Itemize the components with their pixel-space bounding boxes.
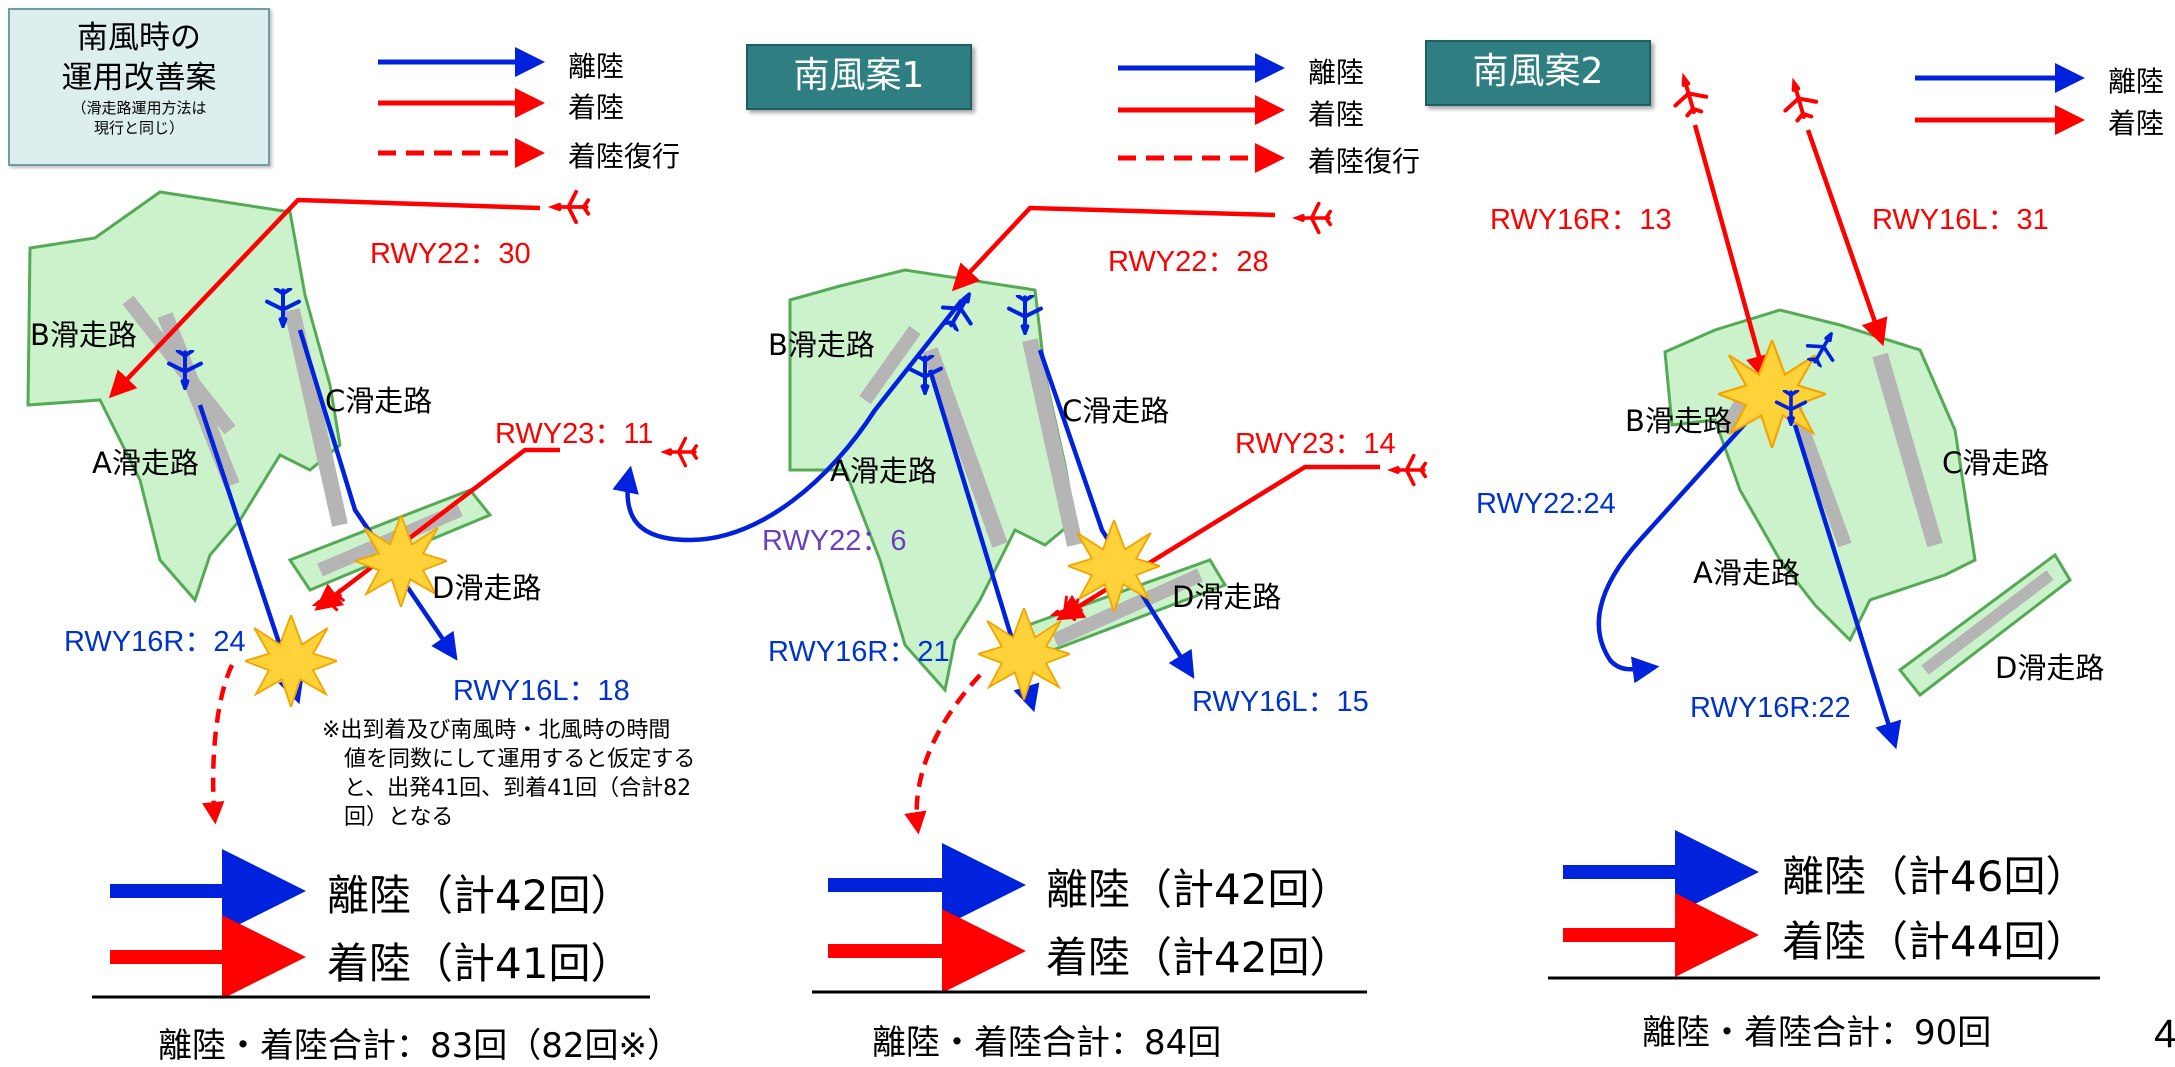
totals-panel1 <box>92 849 650 999</box>
arrival-plane-icon <box>553 192 588 222</box>
runway-d-label: D滑走路 <box>1172 580 1282 614</box>
departure-label-rwy22: RWY22:24 <box>1476 488 1616 520</box>
departure-path-rwy22 <box>612 298 964 543</box>
departure-label-rwy16r: RWY16R：21 <box>768 636 950 668</box>
departure-path-rwy16l <box>1037 349 1195 679</box>
legend-go-around-label: 着陸復行 <box>1308 145 1421 178</box>
arrival-path-rwy16r <box>1692 124 1773 383</box>
departure-path-rwy16l <box>297 329 458 661</box>
runway-c-label: C滑走路 <box>325 384 433 418</box>
legend-panel3 <box>1915 63 2085 135</box>
departure-label-rwy16r: RWY16R:22 <box>1690 692 1851 724</box>
runway-c-strip <box>284 308 348 527</box>
footnote-line3: と、出発41回、到着41回（合計82 <box>344 776 692 801</box>
summary-total: 離陸・着陸合計：83回（82回※） <box>158 1026 682 1066</box>
legend-arrival-label: 着陸 <box>1308 98 1365 131</box>
info-line3: （滑走路運用方法は <box>71 99 207 117</box>
arrival-plane-icon <box>1392 456 1425 485</box>
runway-a-label: A滑走路 <box>1693 556 1800 590</box>
footnote: ※出到着及び南風時・北風時の時間 値を同数にして運用すると仮定する と、出発41… <box>322 716 762 832</box>
arrival-label-rwy23: RWY23：11 <box>495 418 654 450</box>
info-box: 南風時の 運用改善案 （滑走路運用方法は 現行と同じ） <box>8 8 270 166</box>
panel3-flows <box>1596 74 1902 750</box>
runway-c-strip <box>1022 338 1083 547</box>
legend-departure-label: 離陸 <box>2108 65 2165 98</box>
runway-d-label: D滑走路 <box>432 571 542 605</box>
conflict-burst <box>245 615 337 707</box>
runway-c-label: C滑走路 <box>1062 394 1170 428</box>
arrival-path-rwy22 <box>108 197 541 399</box>
footnote-line4: 回）となる <box>344 805 454 830</box>
airport-land <box>788 268 1077 694</box>
departure-total: 離陸（計46回） <box>1782 852 2088 901</box>
departure-total: 離陸（計42回） <box>327 871 633 920</box>
runway-b-label: B滑走路 <box>768 328 875 362</box>
legend-arrival-label: 着陸 <box>568 91 625 124</box>
legend-departure-label: 離陸 <box>1308 56 1365 89</box>
totals-panel2 <box>812 843 1367 994</box>
runway-c-strip <box>1872 352 1943 548</box>
legend-panel1 <box>378 47 545 168</box>
departure-path-rwy22 <box>1596 383 1782 684</box>
arrival-label-rwy16r: RWY16R：13 <box>1490 204 1672 236</box>
legend-departure-label: 離陸 <box>568 50 625 83</box>
arrival-label-rwy23: RWY23：14 <box>1235 428 1396 460</box>
runway-b-strip <box>859 325 921 405</box>
panel3-title: 南風案2 <box>1425 40 1651 106</box>
arrival-plane-icon <box>665 438 696 465</box>
page-number: 4 <box>2154 1012 2175 1056</box>
summary-total: 離陸・着陸合計：90回 <box>1642 1013 1992 1053</box>
runway-d-strip <box>1052 568 1203 647</box>
legend-go-around-label: 着陸復行 <box>568 140 681 173</box>
go-around-path <box>202 664 235 825</box>
panel3-title-text: 南風案2 <box>1472 51 1604 92</box>
runway-a-strip <box>922 347 1008 548</box>
summary-total: 離陸・着陸合計：84回 <box>872 1023 1222 1063</box>
arrival-total: 着陸（計41回） <box>327 939 633 988</box>
panel2-title-text: 南風案1 <box>793 55 925 96</box>
arrival-label-rwy22: RWY22：30 <box>370 238 531 270</box>
runway-d-strip <box>1921 570 2054 675</box>
arrival-plane-icon <box>1779 79 1820 123</box>
arrival-total: 着陸（計42回） <box>1046 933 1352 982</box>
departure-label-rwy16l: RWY16L：15 <box>1192 686 1369 718</box>
legend-panel2 <box>1118 53 1285 173</box>
arrival-plane-icon <box>1669 74 1710 118</box>
info-line2: 運用改善案 <box>61 60 217 96</box>
runway-b-label: B滑走路 <box>30 318 137 352</box>
totals-panel3 <box>1548 830 2100 980</box>
runway-a-label: A滑走路 <box>92 446 199 480</box>
footnote-line2: 値を同数にして運用すると仮定する <box>344 747 696 772</box>
runway-a-label: A滑走路 <box>830 454 937 488</box>
runway-c-label: C滑走路 <box>1942 446 2050 480</box>
arrival-path-rwy16l <box>1805 129 1888 347</box>
info-line1: 南風時の <box>77 20 201 56</box>
panel2-flows <box>612 204 1426 835</box>
panel1-flows <box>108 192 696 825</box>
departure-label-rwy16r: RWY16R：24 <box>64 626 246 658</box>
footnote-line1: ※出到着及び南風時・北風時の時間 <box>322 718 671 743</box>
arrival-label-rwy16l: RWY16L：31 <box>1872 204 2049 236</box>
arrival-label-rwy22: RWY22：28 <box>1108 246 1269 278</box>
panel3-map <box>1663 308 2072 698</box>
runway-b-strip <box>122 295 236 435</box>
arrival-plane-icon <box>1297 204 1330 233</box>
panel2-title: 南風案1 <box>746 44 972 110</box>
runway-d-label: D滑走路 <box>1995 651 2105 685</box>
runway-b-label: B滑走路 <box>1625 404 1732 438</box>
info-line4: 現行と同じ） <box>93 119 184 137</box>
airport-land <box>26 190 342 603</box>
go-around-path <box>904 673 982 835</box>
legend-arrival-label: 着陸 <box>2108 107 2165 140</box>
panel2-map <box>788 268 1228 694</box>
departure-label-rwy22: RWY22：6 <box>762 525 907 557</box>
arrival-path-rwy22 <box>951 205 1276 292</box>
departure-total: 離陸（計42回） <box>1046 865 1352 914</box>
departure-label-rwy16l: RWY16L：18 <box>453 675 630 707</box>
arrival-total: 着陸（計44回） <box>1782 917 2088 966</box>
conflict-burst <box>1068 520 1160 612</box>
departure-path-rwy16r <box>1792 424 1902 750</box>
